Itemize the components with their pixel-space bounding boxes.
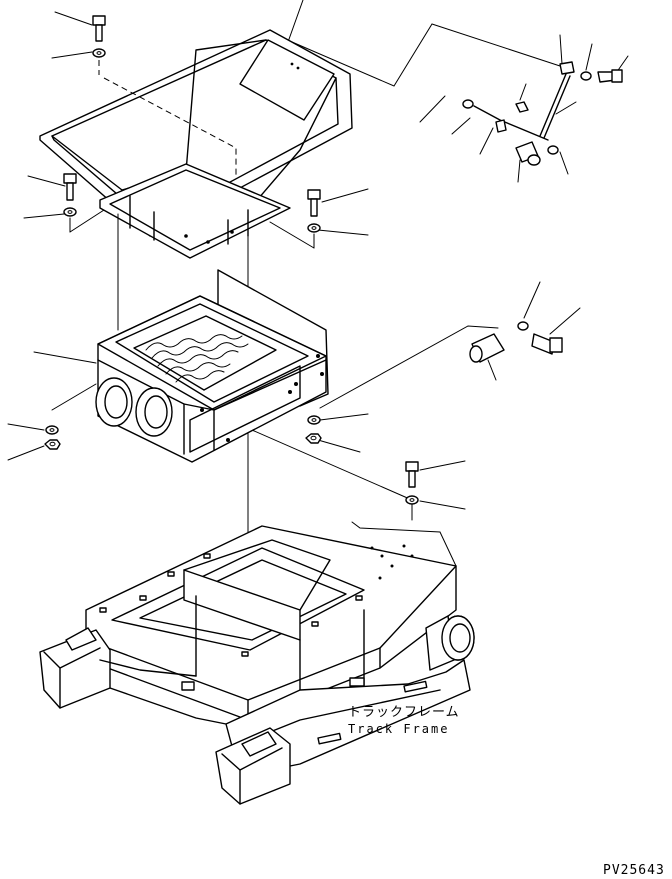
washer-icon — [45, 425, 59, 435]
discharge-port — [95, 377, 133, 427]
bolt-icon — [597, 69, 623, 83]
nut-icon — [44, 439, 61, 450]
bolt-icon — [405, 461, 419, 488]
pin-icon — [515, 141, 541, 166]
crusher-box — [95, 269, 329, 463]
roller-tube — [425, 615, 475, 671]
nut-icon — [515, 101, 529, 113]
washer-icon — [462, 99, 474, 109]
washer-icon — [547, 145, 559, 155]
bolt-icon — [63, 173, 77, 201]
deck-bolt-holes — [99, 544, 414, 657]
track-frame-label-en: Track Frame — [348, 722, 449, 736]
rotor-teeth — [145, 334, 249, 383]
washer-icon — [580, 71, 592, 81]
washer-icon — [405, 495, 419, 505]
bolt-icon — [531, 333, 563, 355]
washer-icon — [307, 415, 321, 425]
latch-rod-assembly — [462, 61, 623, 166]
washer-icon — [63, 207, 77, 217]
rear-track-rail — [39, 627, 111, 709]
track-frame-label-jp: トラックフレーム — [348, 705, 460, 720]
discharge-port — [135, 387, 173, 437]
bolt-icon — [92, 15, 106, 42]
labels: トラックフレーム Track Frame PV25643 — [348, 705, 665, 878]
washer-icon — [307, 223, 321, 233]
drawing-code: PV25643 — [603, 863, 665, 878]
nut-icon — [305, 433, 322, 444]
hinge-pin-assembly — [469, 321, 563, 363]
washer-icon — [92, 48, 106, 58]
inspection-plate — [239, 39, 335, 121]
rotor-opening — [133, 315, 277, 391]
washer-icon — [517, 321, 529, 331]
bolt-icon — [307, 189, 321, 217]
track-frame — [39, 521, 475, 805]
hardware — [44, 15, 623, 505]
front-track-rail — [215, 727, 291, 805]
hopper — [39, 29, 353, 259]
